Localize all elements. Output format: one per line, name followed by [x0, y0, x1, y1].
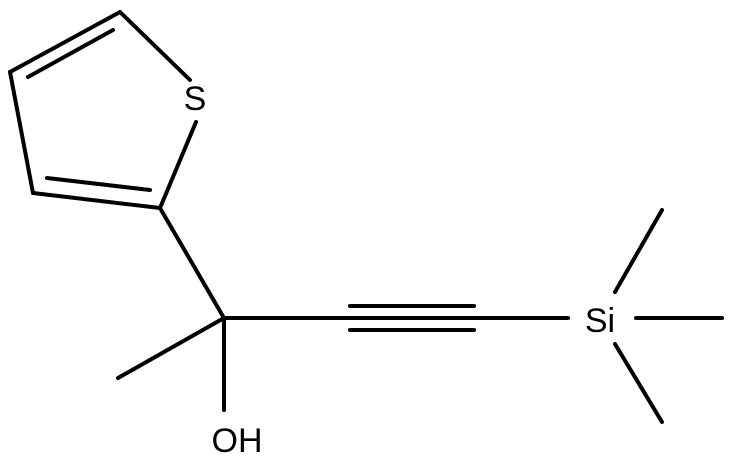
bond-c4-c3: [8, 70, 35, 195]
bond-c3-c2: [31, 191, 162, 210]
bond-c3-c2-inner: [45, 176, 152, 192]
bond-si-methyl-up: [613, 208, 664, 294]
alkyne-triple-bond: [348, 304, 476, 332]
bond-c5-c4-inner: [26, 28, 115, 79]
silicon-atom-label: Si: [585, 302, 615, 340]
bond-si-methyl-down: [613, 342, 664, 424]
trimethylsilyl-group: [472, 208, 724, 424]
bond-methyl: [116, 316, 226, 380]
bond-c2-s: [158, 120, 198, 210]
bond-c2-carbinol: [158, 206, 226, 320]
hydroxyl-label: OH: [212, 422, 263, 460]
sulfur-atom-label: S: [184, 80, 207, 118]
bond-c5-c4: [8, 10, 122, 74]
thiophene-ring: [8, 10, 198, 210]
carbinol-center: [116, 206, 352, 412]
bond-s-c5: [118, 10, 192, 82]
